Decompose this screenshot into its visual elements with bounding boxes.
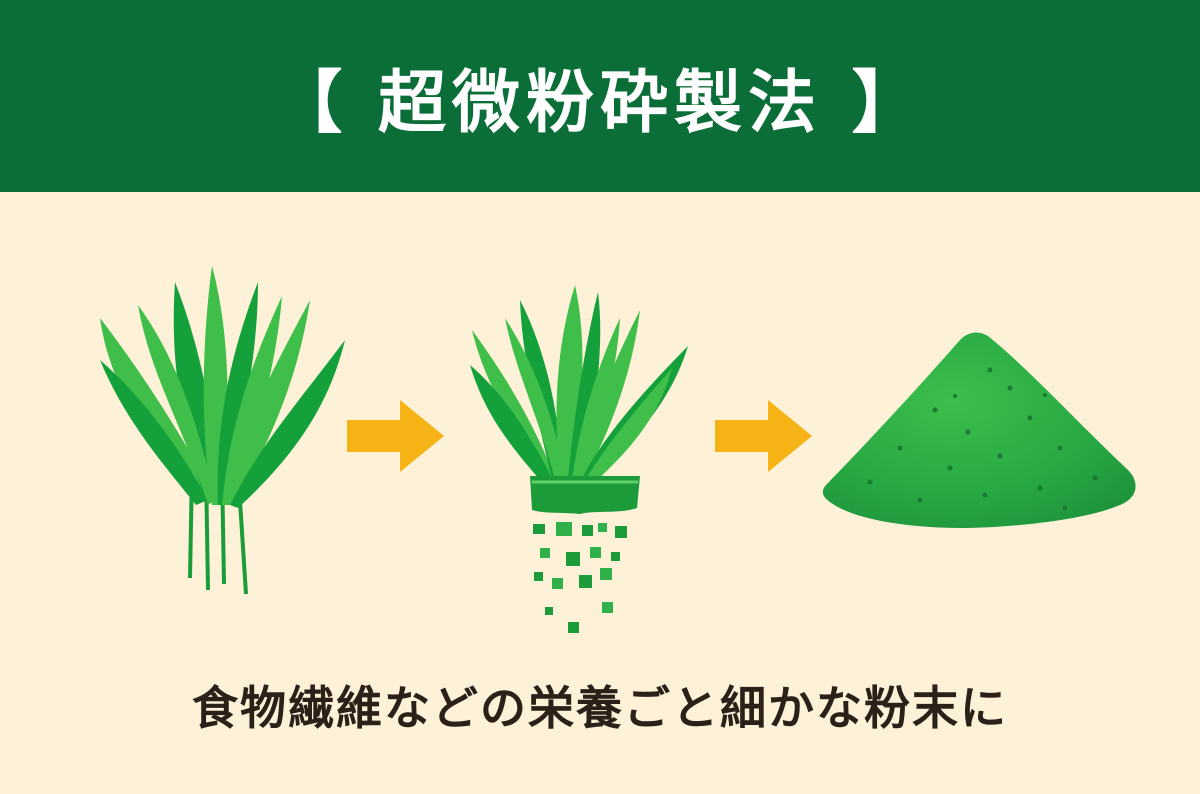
powder-pile-icon — [822, 332, 1136, 528]
cut-grass-icon — [470, 285, 688, 633]
arrow-right-icon — [715, 400, 812, 472]
grass-icon — [100, 266, 345, 595]
arrow-right-icon — [347, 400, 444, 472]
header-banner: 【 超微粉砕製法 】 — [0, 0, 1200, 192]
page-title: 【 超微粉砕製法 】 — [274, 63, 926, 143]
process-illustration — [100, 266, 1136, 633]
process-caption: 食物繊維などの栄養ごと細かな粉末に — [192, 681, 1008, 735]
process-diagram — [0, 192, 1200, 672]
